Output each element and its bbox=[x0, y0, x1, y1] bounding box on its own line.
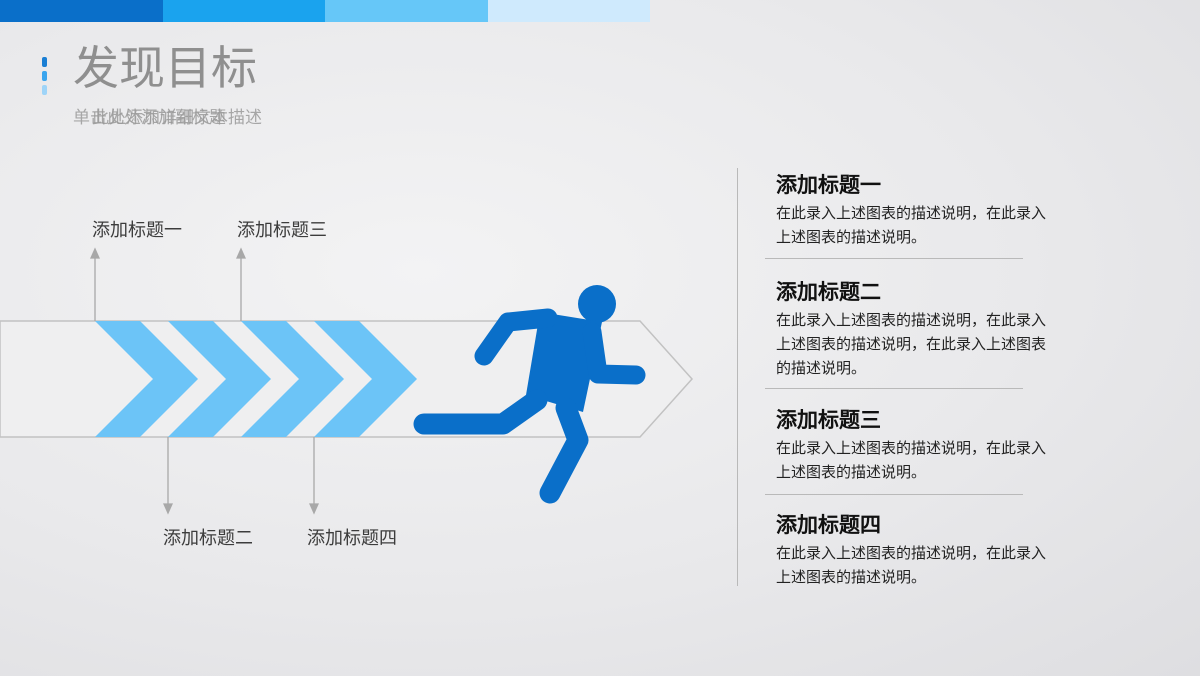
chevron-2 bbox=[168, 321, 271, 437]
color-bar-segment bbox=[487, 0, 650, 22]
item-description: 在此录入上述图表的描述说明，在此录入上述图表的描述说明。 bbox=[776, 544, 1047, 587]
list-item: 添加标题二 在此录入上述图表的描述说明，在此录入上述图表的描述说明，在此录入上述… bbox=[776, 280, 1056, 380]
color-bar-segment bbox=[325, 0, 488, 22]
diagram-label-4: 添加标题四 bbox=[307, 528, 397, 549]
item-separator bbox=[765, 388, 1023, 389]
item-separator bbox=[765, 494, 1023, 495]
item-description: 在此录入上述图表的描述说明，在此录入上述图表的描述说明，在此录入上述图表的描述说… bbox=[776, 311, 1047, 378]
list-item: 添加标题三 在此录入上述图表的描述说明，在此录入上述图表的描述说明。 bbox=[776, 408, 1056, 484]
top-color-bar bbox=[0, 0, 650, 22]
list-item: 添加标题一 在此录入上述图表的描述说明，在此录入上述图表的描述说明。 bbox=[776, 173, 1056, 249]
chevron-1 bbox=[95, 321, 198, 437]
item-separator bbox=[765, 258, 1023, 259]
item-title: 添加标题三 bbox=[776, 408, 881, 432]
subtitle-placeholder[interactable]: 单击此处添加副标题 bbox=[73, 108, 226, 128]
diagram-label-2: 添加标题二 bbox=[163, 528, 253, 549]
chevron-4 bbox=[314, 321, 417, 437]
running-person-icon bbox=[413, 285, 646, 504]
subtitle-description[interactable]: 此处添加详细文本描述 bbox=[92, 108, 262, 128]
item-title: 添加标题二 bbox=[776, 280, 881, 304]
item-description: 在此录入上述图表的描述说明，在此录入上述图表的描述说明。 bbox=[776, 439, 1047, 482]
color-bar-segment bbox=[0, 0, 163, 22]
color-bar-segment bbox=[162, 0, 325, 22]
item-title: 添加标题一 bbox=[776, 173, 881, 197]
chevron-3 bbox=[241, 321, 344, 437]
item-title: 添加标题四 bbox=[776, 513, 881, 537]
diagram-label-3: 添加标题三 bbox=[237, 220, 327, 241]
list-item: 添加标题四 在此录入上述图表的描述说明，在此录入上述图表的描述说明。 bbox=[776, 513, 1056, 589]
item-description: 在此录入上述图表的描述说明，在此录入上述图表的描述说明。 bbox=[776, 204, 1047, 247]
page-title: 发现目标 bbox=[73, 41, 257, 95]
title-accent-mark bbox=[42, 57, 47, 99]
vertical-divider bbox=[737, 168, 738, 586]
diagram-label-1: 添加标题一 bbox=[92, 220, 182, 241]
